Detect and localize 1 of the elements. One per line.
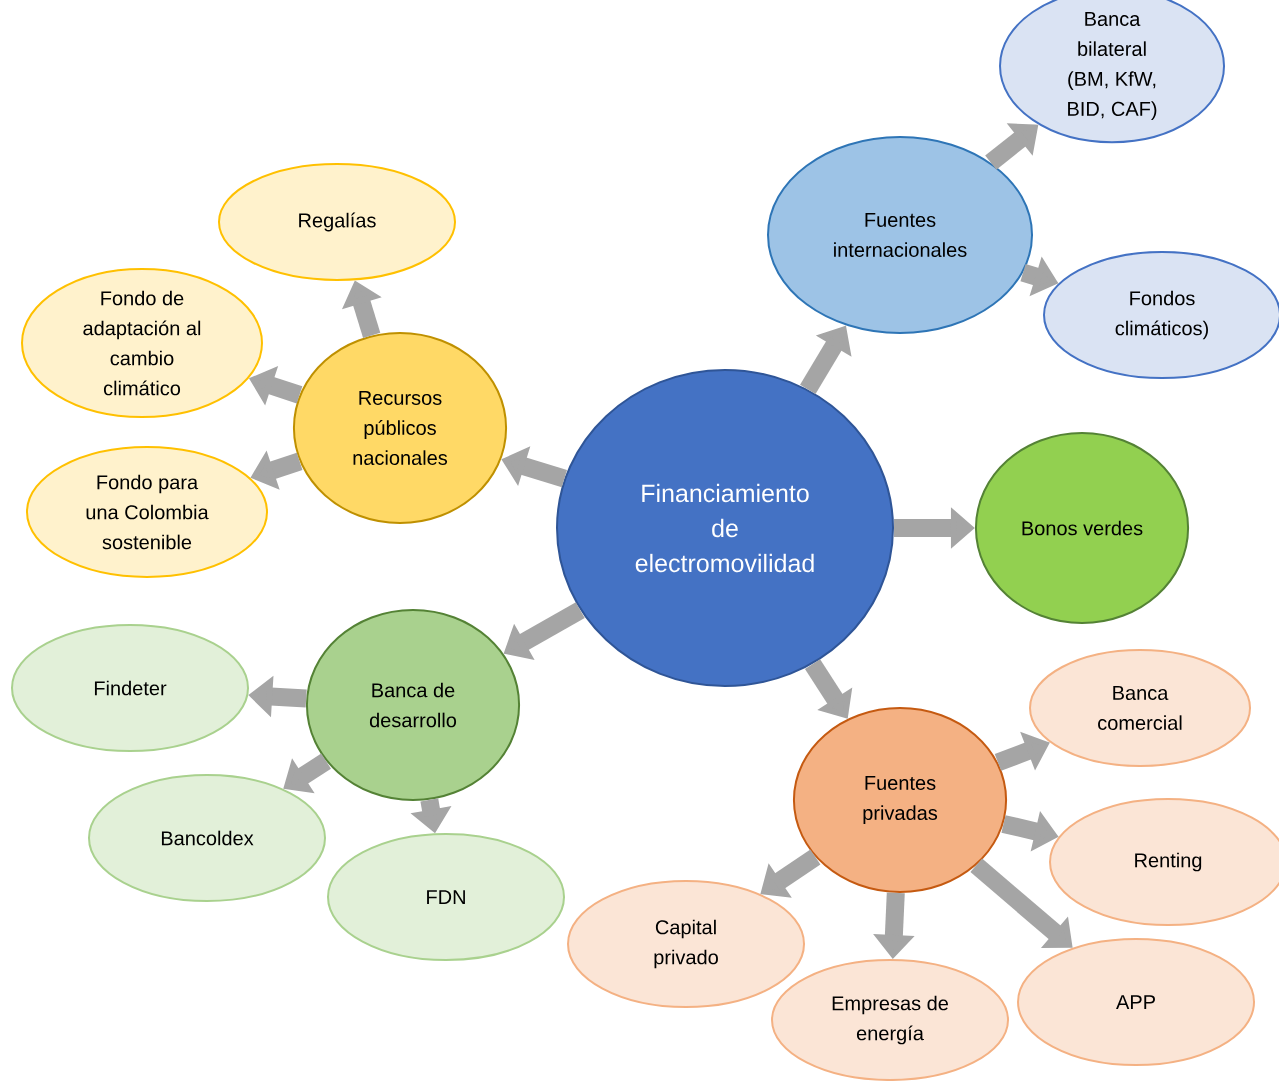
block-arrow [970,858,1073,948]
